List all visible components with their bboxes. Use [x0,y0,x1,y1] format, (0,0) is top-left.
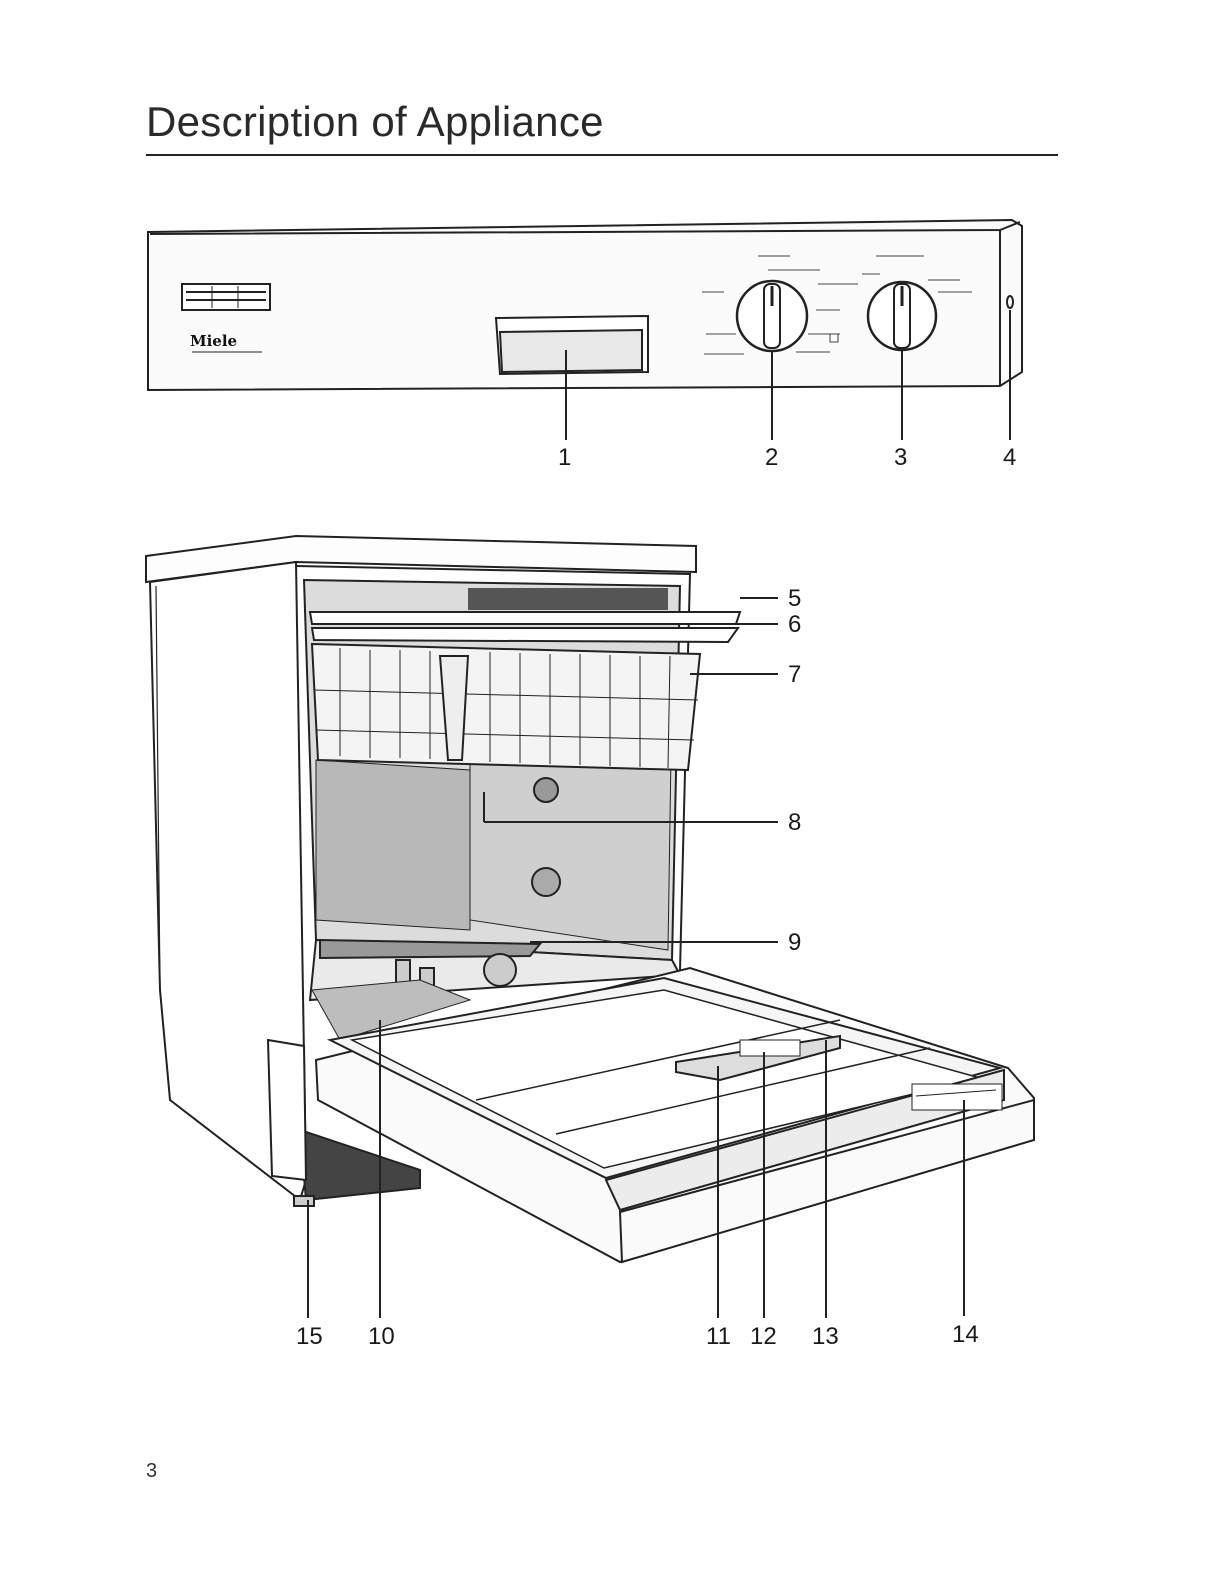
callout-15: 15 [296,1323,323,1350]
brand-logo: Miele [190,332,237,350]
callout-14: 14 [952,1321,979,1348]
callout-10: 10 [368,1323,395,1350]
callout-1: 1 [558,444,571,471]
dishwasher-figure [146,536,1034,1262]
callout-4: 4 [1003,444,1016,471]
callout-6: 6 [788,611,801,638]
control-panel-figure [148,220,1022,390]
page-number: 3 [146,1460,157,1483]
callout-7: 7 [788,661,801,688]
callout-3: 3 [894,444,907,471]
callout-13: 13 [812,1323,839,1350]
callout-9: 9 [788,929,801,956]
callout-11: 11 [706,1323,731,1350]
callout-5: 5 [788,585,801,612]
callout-8: 8 [788,809,801,836]
callout-2: 2 [765,444,778,471]
callout-12: 12 [750,1323,777,1350]
